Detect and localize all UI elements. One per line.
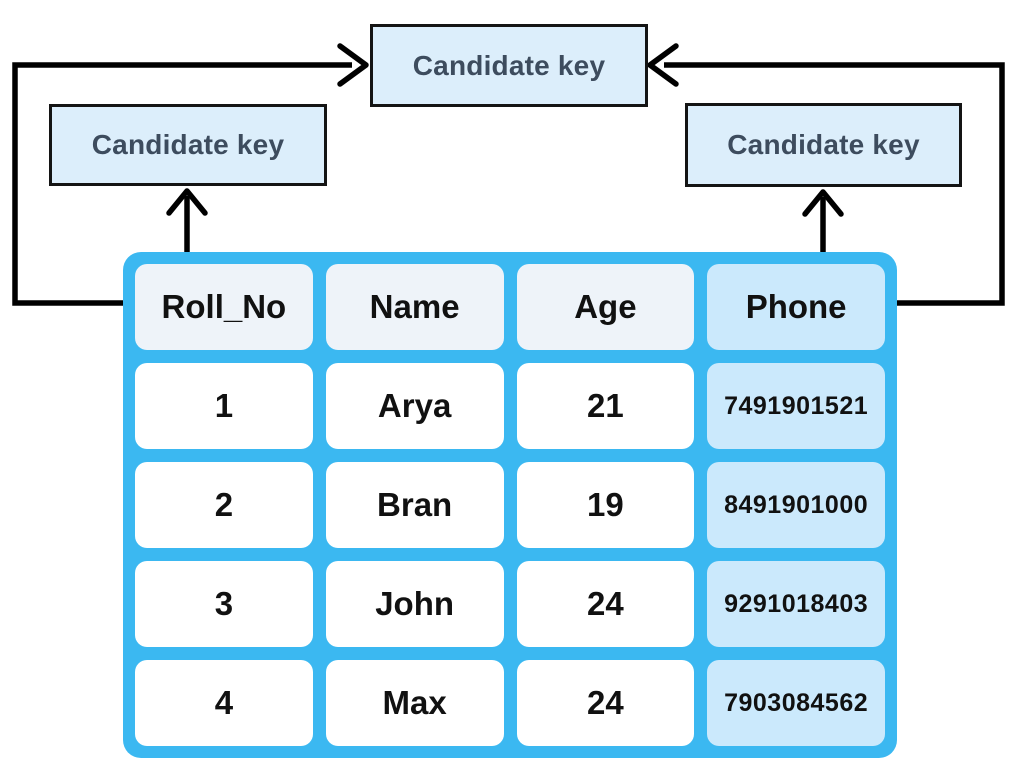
arrowhead-left-icon: [647, 43, 679, 87]
table-cell-r1-roll-no: 1: [135, 363, 313, 449]
table-cell-r4-phone: 7903084562: [707, 660, 885, 746]
arrow-left-loop-line: [12, 62, 352, 306]
table-cell-r2-roll-no: 2: [135, 462, 313, 548]
table-cell-r2-phone: 8491901000: [707, 462, 885, 548]
table-cell-r4-name: Max: [325, 660, 504, 746]
table-cell-r3-phone: 9291018403: [707, 561, 885, 647]
table-cell-r1-name: Arya: [325, 363, 504, 449]
table-cell-r1-phone: 7491901521: [707, 363, 885, 449]
table-cell-r3-roll-no: 3: [135, 561, 313, 647]
candidate-key-box-top: Candidate key: [370, 24, 648, 107]
student-table: Roll_No Name Age Phone 1 Arya 21 7491901…: [123, 252, 897, 758]
table-cell-r2-name: Bran: [325, 462, 504, 548]
table-cell-r2-age: 19: [516, 462, 695, 548]
arrowhead-up-right-icon: [802, 189, 844, 217]
header-cell-name: Name: [325, 264, 504, 350]
candidate-key-label-top: Candidate key: [412, 49, 606, 81]
arrowhead-right-icon: [337, 43, 369, 87]
candidate-key-box-right: Candidate key: [685, 103, 962, 187]
arrow-right-loop-line: [664, 62, 1005, 306]
table-cell-r4-age: 24: [516, 660, 695, 746]
candidate-key-label-right: Candidate key: [727, 129, 920, 160]
table-cell-r3-name: John: [325, 561, 504, 647]
candidate-key-label-left: Candidate key: [91, 129, 285, 160]
arrowhead-up-left-icon: [166, 188, 208, 216]
header-cell-age: Age: [516, 264, 695, 350]
table-cell-r1-age: 21: [516, 363, 695, 449]
header-cell-phone: Phone: [707, 264, 885, 350]
candidate-key-box-left: Candidate key: [49, 104, 327, 186]
header-cell-roll-no: Roll_No: [135, 264, 313, 350]
table-cell-r3-age: 24: [516, 561, 695, 647]
table-cell-r4-roll-no: 4: [135, 660, 313, 746]
